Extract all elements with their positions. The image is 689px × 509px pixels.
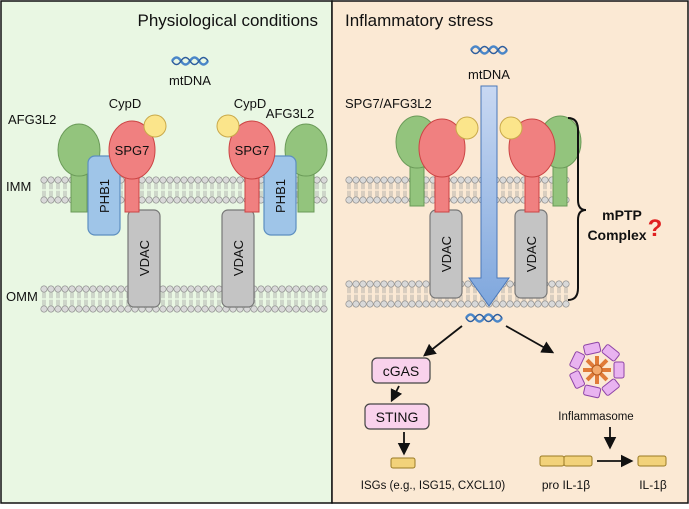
vdac-label: VDAC	[231, 240, 246, 276]
mptp-bracket	[567, 117, 587, 301]
isgs-label: ISGs (e.g., ISG15, CXCL10)	[361, 480, 506, 492]
right-mtdna-label: mtDNA	[468, 67, 510, 82]
spg7-afg3l2-label: SPG7/AFG3L2	[345, 96, 432, 111]
mtdna-helix-icon	[469, 45, 509, 55]
inflammasome-label: Inflammasome	[558, 411, 633, 423]
mptp-label-line2: Complex	[587, 227, 646, 243]
vdac-label: VDAC	[524, 236, 539, 272]
question-mark-icon: ?	[648, 215, 663, 242]
spg7-protein	[228, 120, 276, 180]
phb1-protein	[263, 155, 297, 236]
right-panel-title: Inflammatory stress	[345, 11, 493, 30]
left-panel	[0, 0, 333, 504]
arrow-icon	[390, 385, 403, 403]
pro-il1b-label: pro IL-1β	[542, 478, 590, 492]
left-panel-title: Physiological conditions	[138, 11, 319, 30]
pro-il1b-segment	[539, 455, 565, 467]
spg7-protein	[418, 118, 466, 178]
cypd-label: CypD	[109, 96, 142, 111]
afg3l2-label-left: AFG3L2	[8, 112, 56, 127]
sting-label: STING	[376, 409, 419, 425]
mptp-label-line1: mPTP	[602, 207, 642, 223]
cypd-protein	[143, 114, 167, 138]
spg7-protein	[108, 120, 156, 180]
omm-label: OMM	[6, 289, 38, 304]
left-mtdna-label: mtDNA	[169, 73, 211, 88]
arrow-icon	[505, 325, 555, 354]
cypd-label: CypD	[234, 96, 267, 111]
sting-box	[364, 403, 430, 430]
cgas-label: cGAS	[383, 363, 420, 379]
afg3l2-label-right: AFG3L2	[266, 106, 314, 121]
spg7-label: SPG7	[115, 143, 150, 158]
il1b-label: IL-1β	[639, 478, 667, 492]
cypd-protein	[499, 116, 523, 140]
mtdna-helix-icon	[170, 56, 210, 66]
cgas-box	[371, 357, 431, 384]
vdac-protein	[221, 209, 255, 308]
spg7-label: SPG7	[235, 143, 270, 158]
cypd-protein	[455, 116, 479, 140]
imm-label: IMM	[6, 179, 31, 194]
phb1-label: PHB1	[97, 179, 112, 213]
pro-il1b-segment	[563, 455, 593, 467]
inflammasome-icon	[569, 341, 625, 399]
mtdna-release-arrow	[468, 85, 510, 307]
arrow-icon	[423, 325, 463, 357]
cypd-protein	[216, 114, 240, 138]
vdac-protein	[127, 209, 161, 308]
phb1-label: PHB1	[273, 179, 288, 213]
mtdna-helix-icon	[464, 313, 504, 323]
phb1-protein	[87, 155, 121, 236]
il1b-segment	[637, 455, 667, 467]
vdac-label: VDAC	[137, 240, 152, 276]
isg-transcript	[390, 457, 416, 469]
vdac-label: VDAC	[439, 236, 454, 272]
